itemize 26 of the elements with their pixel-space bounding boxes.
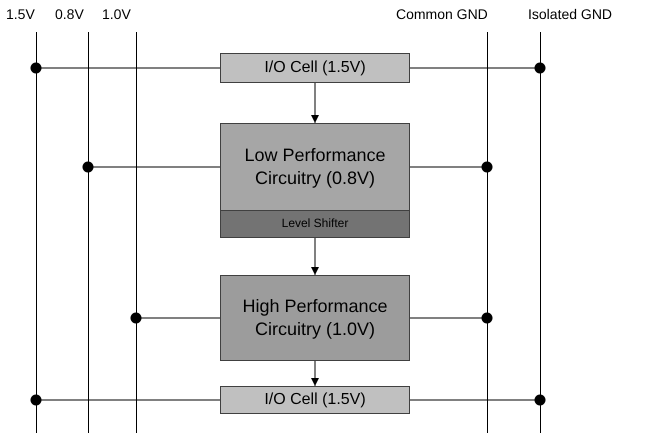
block-label: I/O Cell (1.5V): [264, 58, 366, 78]
circuit-block: [220, 123, 410, 238]
rail-label: 1.5V: [6, 6, 35, 22]
connection-line: [30, 62, 220, 74]
circuit-block: [220, 275, 410, 361]
rail-label: 0.8V: [55, 6, 84, 22]
rail-label: Common GND: [396, 6, 488, 22]
connection-line: [410, 162, 492, 172]
block-label: Level Shifter: [282, 216, 348, 232]
connection-line: [410, 394, 546, 406]
connection-line: [30, 394, 220, 406]
rail-label: Isolated GND: [528, 6, 612, 22]
arrow: [311, 82, 319, 124]
rail-label: 1.0V: [102, 6, 131, 22]
connection-line: [410, 62, 546, 74]
block-label: High Performance Circuitry (1.0V): [241, 294, 389, 341]
input-output-cell: [220, 386, 410, 414]
block-label: Low Performance Circuitry (0.8V): [243, 144, 387, 190]
block-label: I/O Cell (1.5V): [264, 390, 366, 410]
arrow: [311, 360, 319, 386]
connection-line: [82, 162, 220, 172]
input-output-cell: [220, 53, 410, 83]
connection-line: [130, 312, 220, 324]
arrow: [311, 238, 319, 276]
connection-line: [410, 312, 492, 324]
level-shifter-band: [220, 210, 410, 238]
